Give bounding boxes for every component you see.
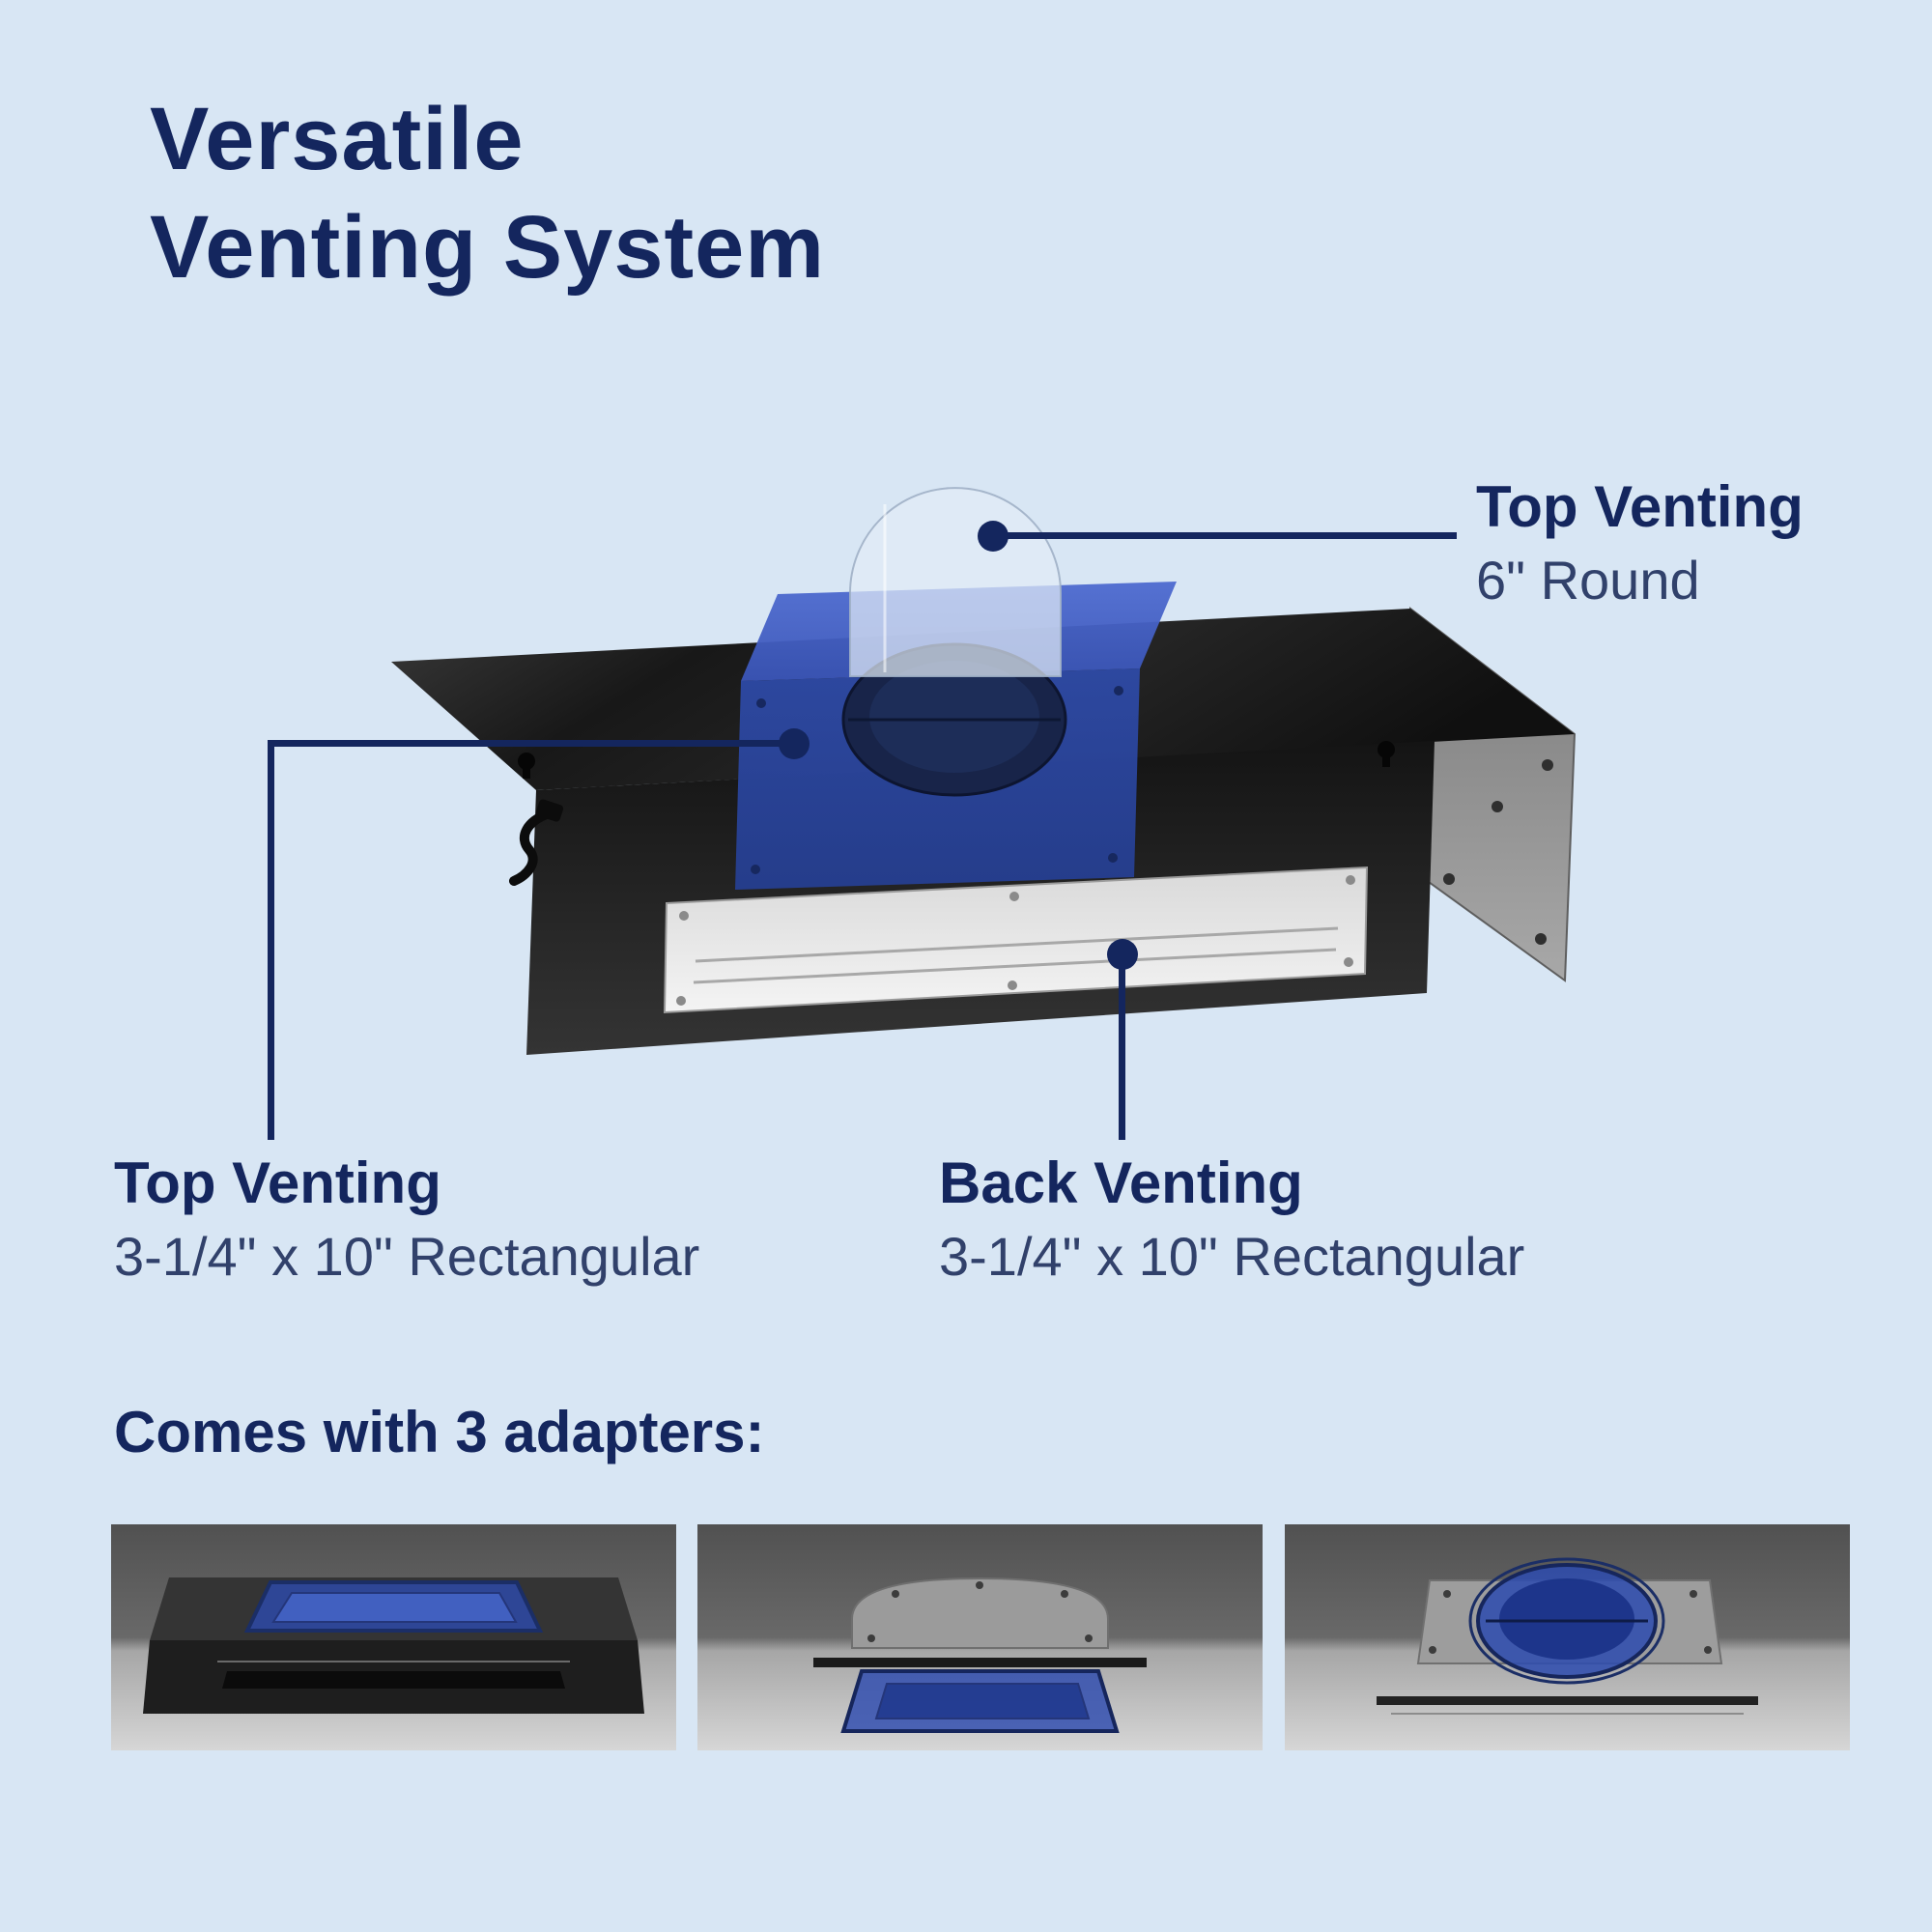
round-duct-collar xyxy=(841,642,1067,797)
keyhole-slot-right xyxy=(1378,741,1395,767)
range-hood-illustration xyxy=(391,487,1577,1055)
round-top-adapter-photo xyxy=(1285,1524,1850,1750)
callout-top-round-subtitle: 6" Round xyxy=(1476,550,1700,611)
callout-top-round-title: Top Venting xyxy=(1476,474,1804,539)
page-title: Versatile Venting System xyxy=(150,85,825,301)
callout-line-top-rect-vertical xyxy=(268,740,274,1140)
rectangular-back-adapter xyxy=(840,1669,1120,1733)
round-duct xyxy=(849,487,1062,677)
callout-back-rect-subtitle: 3-1/4" x 10" Rectangular xyxy=(939,1226,1525,1287)
callout-top-rect-title: Top Venting xyxy=(114,1151,441,1215)
callout-top-rect-subtitle: 3-1/4" x 10" Rectangular xyxy=(114,1226,700,1287)
arched-cover-plate xyxy=(851,1577,1109,1649)
callout-dot-top-round xyxy=(978,521,1009,552)
page-title-line2: Venting System xyxy=(150,198,826,298)
callout-top-round: Top Venting 6" Round xyxy=(1476,475,1804,611)
callout-line-top-round xyxy=(1005,532,1457,539)
rectangular-top-adapter xyxy=(243,1580,544,1633)
rectangular-back-adapter-illustration xyxy=(697,1524,1263,1750)
rectangular-top-adapter-illustration xyxy=(111,1524,676,1750)
keyhole-slot-left xyxy=(518,753,535,779)
product-hero-image xyxy=(338,464,1613,1072)
round-top-adapter xyxy=(1468,1557,1665,1685)
callout-top-rect: Top Venting 3-1/4" x 10" Rectangular xyxy=(114,1151,699,1287)
round-top-adapter-illustration xyxy=(1285,1524,1850,1750)
power-cord xyxy=(509,799,564,886)
page-title-line1: Versatile xyxy=(150,90,525,188)
adapters-heading: Comes with 3 adapters: xyxy=(114,1400,765,1464)
rectangular-back-adapter-photo xyxy=(697,1524,1263,1750)
rectangular-top-adapter-photo xyxy=(111,1524,676,1750)
callout-back-rect: Back Venting 3-1/4" x 10" Rectangular xyxy=(939,1151,1524,1287)
vent-slot xyxy=(813,1658,1147,1667)
back-vent-panel xyxy=(663,866,1369,1014)
vent-slot xyxy=(1377,1696,1758,1705)
callout-line-top-rect-horizontal xyxy=(268,740,794,747)
callout-line-back-rect xyxy=(1119,958,1125,1140)
callout-back-rect-title: Back Venting xyxy=(939,1151,1303,1215)
